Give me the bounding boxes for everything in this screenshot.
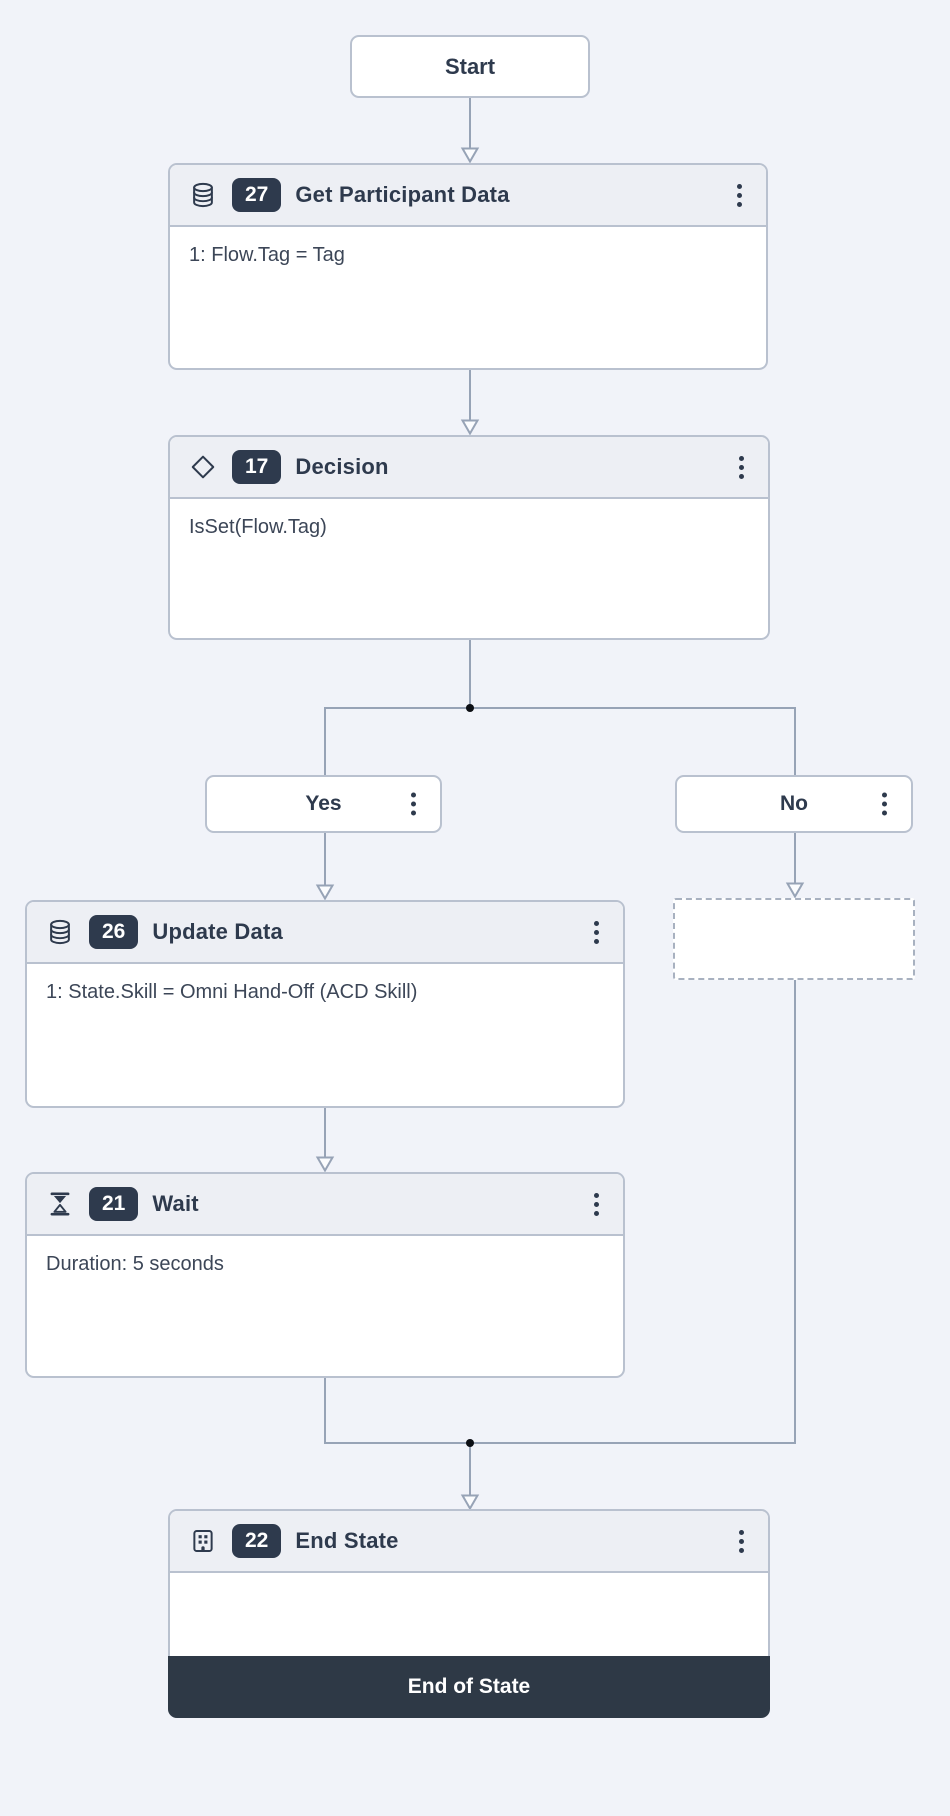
connector-line xyxy=(324,1108,326,1158)
hourglass-icon xyxy=(45,1189,75,1219)
arrowhead-icon xyxy=(785,882,805,898)
node-end-state[interactable]: 22 End State End of State xyxy=(168,1509,770,1718)
node-id-badge: 27 xyxy=(232,178,282,212)
connector-line xyxy=(469,1442,471,1496)
node-decision[interactable]: 17 Decision IsSet(Flow.Tag) xyxy=(168,435,770,640)
connector-line xyxy=(324,1442,796,1444)
start-node[interactable]: Start xyxy=(350,35,590,98)
node-header: 17 Decision xyxy=(170,437,768,499)
node-id-badge: 17 xyxy=(232,450,282,484)
connector-line xyxy=(324,707,796,709)
kebab-menu-icon[interactable] xyxy=(876,789,893,820)
node-header: 27 Get Participant Data xyxy=(170,165,766,227)
node-title: Decision xyxy=(295,454,389,479)
branch-label: Yes xyxy=(305,792,342,815)
node-title: Wait xyxy=(152,1191,199,1216)
end-of-state-label: End of State xyxy=(407,1675,531,1698)
node-title: Get Participant Data xyxy=(295,182,510,207)
node-body-text: Duration: 5 seconds xyxy=(46,1253,224,1275)
branch-label: No xyxy=(780,792,808,815)
branch-node-no[interactable]: No xyxy=(675,775,913,833)
node-title: End State xyxy=(295,1528,399,1553)
node-header: 21 Wait xyxy=(27,1174,623,1236)
node-id-badge: 22 xyxy=(232,1524,282,1558)
arrowhead-icon xyxy=(460,147,480,163)
database-icon xyxy=(188,180,218,210)
node-wait[interactable]: 21 Wait Duration: 5 seconds xyxy=(25,1172,625,1378)
kebab-menu-icon[interactable] xyxy=(588,917,605,948)
node-body-text xyxy=(170,1573,768,1603)
node-body-text: 1: Flow.Tag = Tag xyxy=(189,244,345,266)
node-body-text: IsSet(Flow.Tag) xyxy=(189,516,327,538)
kebab-menu-icon[interactable] xyxy=(405,789,422,820)
connector-line xyxy=(324,1378,326,1444)
diamond-icon xyxy=(188,452,218,482)
branch-node-yes[interactable]: Yes xyxy=(205,775,442,833)
kebab-menu-icon[interactable] xyxy=(731,180,748,211)
node-header: 26 Update Data xyxy=(27,902,623,964)
arrowhead-icon xyxy=(315,1156,335,1172)
arrowhead-icon xyxy=(460,419,480,435)
end-of-state-bar: End of State xyxy=(168,1656,770,1718)
arrowhead-icon xyxy=(315,884,335,900)
node-title: Update Data xyxy=(152,919,283,944)
building-icon xyxy=(188,1526,218,1556)
database-icon xyxy=(45,917,75,947)
kebab-menu-icon[interactable] xyxy=(733,1526,750,1557)
junction-dot xyxy=(466,1439,474,1447)
connector-line xyxy=(469,640,471,708)
connector-line xyxy=(469,370,471,422)
node-id-badge: 26 xyxy=(89,915,139,949)
node-get-participant-data[interactable]: 27 Get Participant Data 1: Flow.Tag = Ta… xyxy=(168,163,768,370)
start-label: Start xyxy=(444,53,496,79)
kebab-menu-icon[interactable] xyxy=(733,452,750,483)
node-body-text: 1: State.Skill = Omni Hand-Off (ACD Skil… xyxy=(46,981,418,1003)
node-id-badge: 21 xyxy=(89,1187,139,1221)
node-update-data[interactable]: 26 Update Data 1: State.Skill = Omni Han… xyxy=(25,900,625,1108)
arrowhead-icon xyxy=(460,1494,480,1510)
placeholder-drop-node[interactable] xyxy=(673,898,915,980)
connector-line xyxy=(469,98,471,150)
kebab-menu-icon[interactable] xyxy=(588,1189,605,1220)
junction-dot xyxy=(466,704,474,712)
connector-line xyxy=(794,980,796,1442)
node-header: 22 End State xyxy=(170,1511,768,1573)
